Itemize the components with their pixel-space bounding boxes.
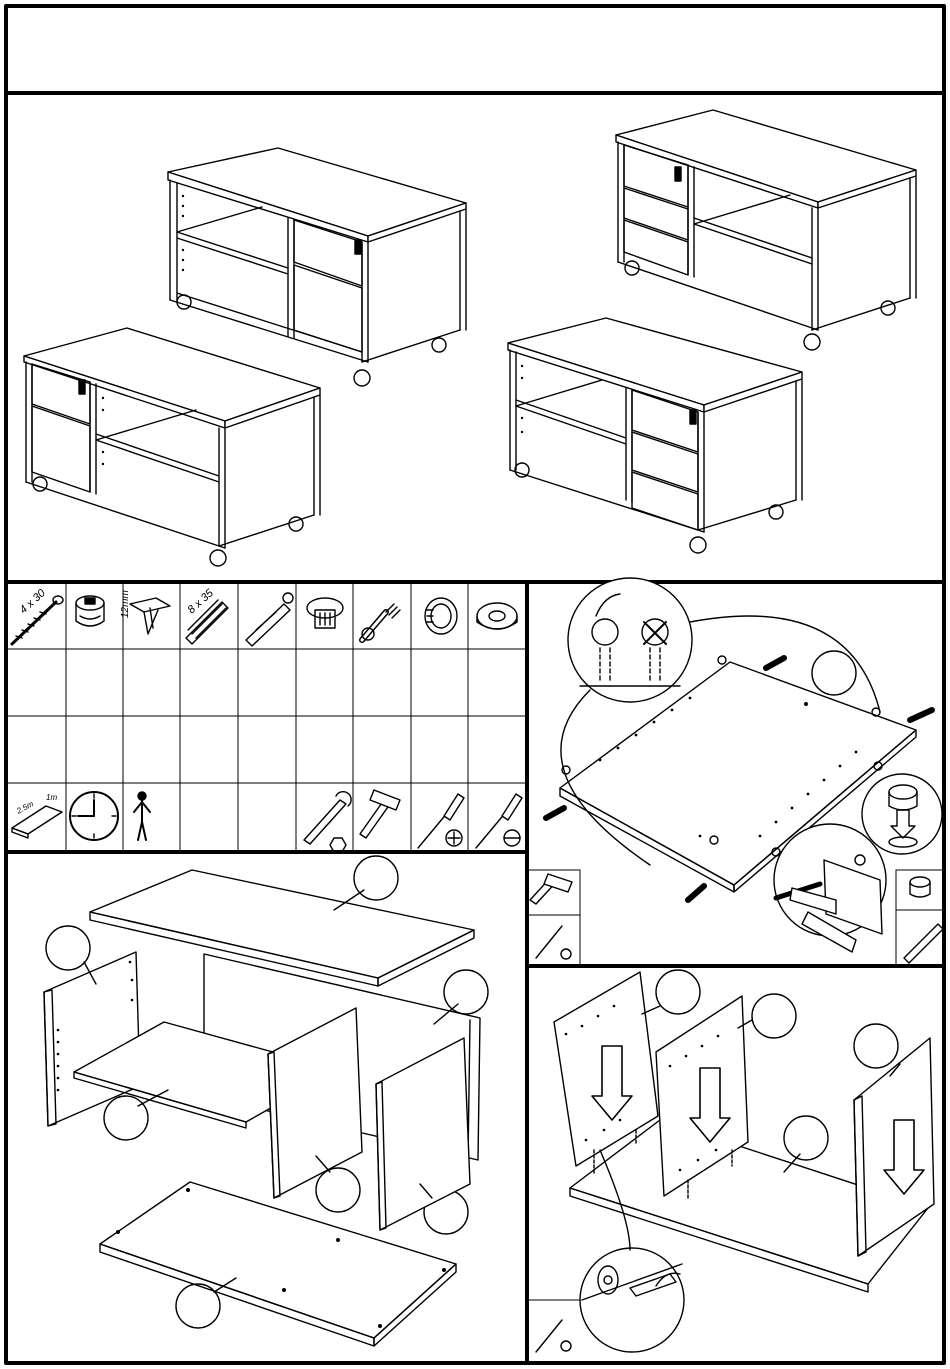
cabinet-variant-three-drawers-left xyxy=(616,110,916,350)
cam-lock-icon xyxy=(76,596,104,626)
cabinet-variant-shelf-left xyxy=(168,148,466,386)
person-icon xyxy=(134,792,150,840)
clock-icon xyxy=(70,792,118,840)
workspace-long-label: 2.5m xyxy=(14,799,35,816)
hammer-icon xyxy=(360,790,400,838)
flat-screwdriver-icon xyxy=(476,794,522,848)
workspace-short-label: 1m xyxy=(46,793,57,802)
castor-sleeve-icon xyxy=(425,598,457,634)
phillips-screwdriver-icon xyxy=(418,794,464,848)
cabinet-variant-three-drawers-right xyxy=(508,318,802,553)
plastic-cap-icon xyxy=(307,598,343,628)
header-band xyxy=(8,8,942,91)
washer-ring-icon xyxy=(477,603,517,629)
panel-label-circle xyxy=(812,651,856,695)
shelf-support-icon xyxy=(130,598,170,634)
wrench-icon xyxy=(304,792,351,852)
step-insert-panels xyxy=(529,970,934,1352)
cam-bolt-icon xyxy=(362,604,400,640)
cabinet-variant-drawers-left xyxy=(24,328,320,566)
anchor-bolt-icon xyxy=(246,593,293,646)
step-exploded-parts xyxy=(44,856,488,1346)
step-panel-prepare-top xyxy=(529,578,944,964)
